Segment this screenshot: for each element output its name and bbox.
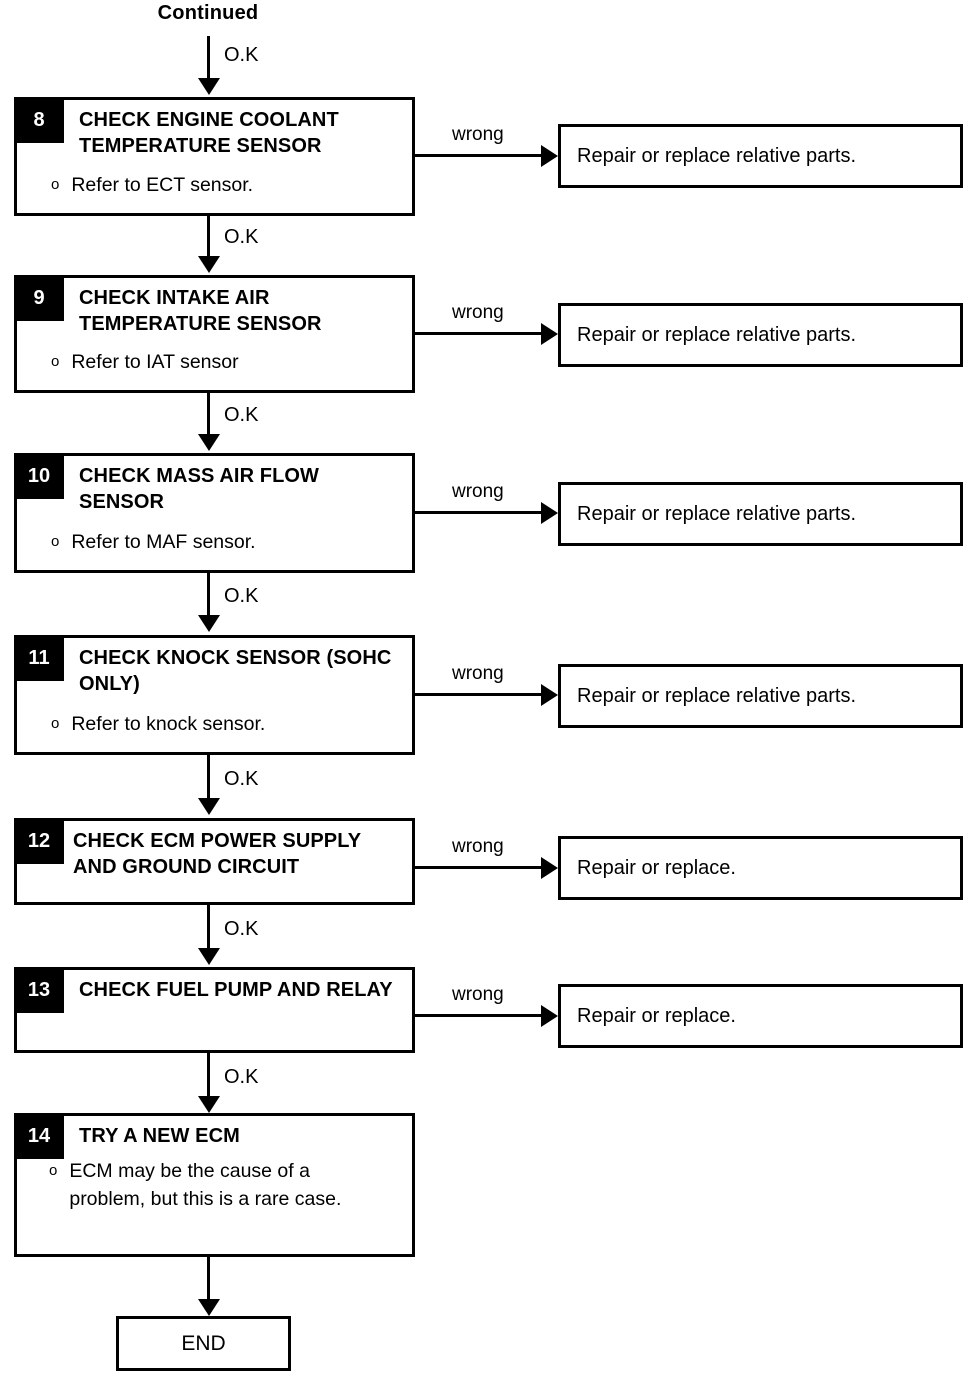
result-box-11[interactable]: Repair or replace relative parts.	[558, 664, 963, 728]
step-number-badge-10: 10	[14, 453, 64, 499]
edge-label-ok-12: O.K	[224, 918, 259, 940]
edge-label-ok-8: O.K	[224, 226, 259, 248]
result-box-12[interactable]: Repair or replace.	[558, 836, 963, 900]
result-text-9: Repair or replace relative parts.	[577, 323, 857, 346]
bullet-marker-icon: o	[51, 176, 60, 193]
result-text-10: Repair or replace relative parts.	[577, 502, 857, 525]
connector-line-continued-to-step8	[207, 36, 210, 82]
step-bullet-text-11: Refer to knock sensor.	[71, 713, 266, 735]
step-title-8: CHECK ENGINE COOLANT TEMPERATURE SENSOR	[79, 109, 339, 158]
step-title-14: TRY A NEW ECM	[79, 1125, 240, 1147]
result-text-8: Repair or replace relative parts.	[577, 144, 857, 167]
step-bullet-text-14: ECM may be the cause of a problem, but t…	[69, 1160, 342, 1210]
arrowhead-step10-wrong	[541, 502, 558, 524]
arrowhead-step13-to-step14	[198, 1096, 220, 1113]
step-bullet-10: o Refer to MAF sensor.	[51, 529, 404, 557]
connector-line-step13-to-step14	[207, 1053, 210, 1097]
result-text-12: Repair or replace.	[577, 856, 736, 879]
step-box-10[interactable]: 10 CHECK MASS AIR FLOW SENSOR o Refer to…	[14, 453, 415, 573]
step-number-badge-9: 9	[14, 275, 64, 321]
step-bullet-8: o Refer to ECT sensor.	[51, 172, 404, 200]
continued-label: Continued	[157, 2, 259, 24]
edge-label-wrong-10: wrong	[452, 481, 504, 502]
connector-line-step8-to-step9	[207, 216, 210, 258]
edge-label-ok-continued: O.K	[224, 44, 259, 66]
step-box-9[interactable]: 9 CHECK INTAKE AIR TEMPERATURE SENSOR o …	[14, 275, 415, 393]
step-number-badge-12: 12	[14, 818, 64, 864]
arrowhead-step11-to-step12	[198, 798, 220, 815]
connector-line-step12-wrong	[415, 866, 543, 869]
arrowhead-step8-wrong	[541, 145, 558, 167]
step-number-badge-8: 8	[14, 97, 64, 143]
result-box-10[interactable]: Repair or replace relative parts.	[558, 482, 963, 546]
step-bullet-text-10: Refer to MAF sensor.	[71, 531, 256, 553]
end-label: END	[181, 1331, 226, 1355]
step-bullet-14: o ECM may be the cause of a problem, but…	[49, 1158, 352, 1213]
step-title-12: CHECK ECM POWER SUPPLY AND GROUND CIRCUI…	[73, 830, 361, 879]
edge-label-ok-9: O.K	[224, 404, 259, 426]
step-title-11: CHECK KNOCK SENSOR (SOHC ONLY)	[79, 647, 392, 696]
result-box-9[interactable]: Repair or replace relative parts.	[558, 303, 963, 367]
edge-label-wrong-9: wrong	[452, 302, 504, 323]
connector-line-step10-to-step11	[207, 573, 210, 616]
step-box-12[interactable]: 12 CHECK ECM POWER SUPPLY AND GROUND CIR…	[14, 818, 415, 905]
end-box[interactable]: END	[116, 1316, 291, 1371]
step-number-badge-13: 13	[14, 967, 64, 1013]
edge-label-wrong-12: wrong	[452, 836, 504, 857]
edge-label-ok-13: O.K	[224, 1066, 259, 1088]
edge-label-wrong-13: wrong	[452, 984, 504, 1005]
result-text-13: Repair or replace.	[577, 1004, 736, 1027]
arrowhead-step9-wrong	[541, 323, 558, 345]
edge-label-ok-10: O.K	[224, 585, 259, 607]
step-number-badge-11: 11	[14, 635, 64, 681]
arrowhead-step14-to-end	[198, 1299, 220, 1316]
edge-label-wrong-8: wrong	[452, 124, 504, 145]
arrowhead-step8-to-step9	[198, 256, 220, 273]
result-box-8[interactable]: Repair or replace relative parts.	[558, 124, 963, 188]
bullet-marker-icon: o	[51, 533, 60, 550]
step-box-8[interactable]: 8 CHECK ENGINE COOLANT TEMPERATURE SENSO…	[14, 97, 415, 216]
edge-label-wrong-11: wrong	[452, 663, 504, 684]
connector-line-step11-wrong	[415, 693, 543, 696]
step-title-13: CHECK FUEL PUMP AND RELAY	[79, 979, 393, 1001]
step-bullet-9: o Refer to IAT sensor	[51, 349, 404, 377]
arrowhead-step13-wrong	[541, 1005, 558, 1027]
step-number-badge-14: 14	[14, 1113, 64, 1159]
step-bullet-text-8: Refer to ECT sensor.	[71, 174, 254, 196]
connector-line-step13-wrong	[415, 1014, 543, 1017]
step-title-10: CHECK MASS AIR FLOW SENSOR	[79, 465, 320, 514]
edge-label-ok-11: O.K	[224, 768, 259, 790]
connector-line-step9-to-step10	[207, 393, 210, 435]
bullet-marker-icon: o	[51, 715, 60, 732]
arrowhead-step10-to-step11	[198, 615, 220, 632]
arrowhead-continued-to-step8	[198, 78, 220, 95]
connector-line-step12-to-step13	[207, 905, 210, 949]
arrowhead-step12-to-step13	[198, 948, 220, 965]
arrowhead-step12-wrong	[541, 857, 558, 879]
connector-line-step9-wrong	[415, 332, 543, 335]
connector-line-step8-wrong	[415, 154, 543, 157]
connector-line-step14-to-end	[207, 1257, 210, 1301]
arrowhead-step11-wrong	[541, 684, 558, 706]
bullet-marker-icon: o	[49, 1162, 58, 1179]
result-box-13[interactable]: Repair or replace.	[558, 984, 963, 1048]
arrowhead-step9-to-step10	[198, 434, 220, 451]
step-bullet-text-9: Refer to IAT sensor	[71, 351, 239, 373]
step-box-13[interactable]: 13 CHECK FUEL PUMP AND RELAY	[14, 967, 415, 1053]
result-text-11: Repair or replace relative parts.	[577, 684, 857, 707]
connector-line-step10-wrong	[415, 511, 543, 514]
bullet-marker-icon: o	[51, 353, 60, 370]
step-box-14[interactable]: 14 TRY A NEW ECM o ECM may be the cause …	[14, 1113, 415, 1257]
step-title-9: CHECK INTAKE AIR TEMPERATURE SENSOR	[79, 287, 322, 336]
connector-line-step11-to-step12	[207, 755, 210, 799]
step-bullet-11: o Refer to knock sensor.	[51, 711, 404, 739]
step-box-11[interactable]: 11 CHECK KNOCK SENSOR (SOHC ONLY) o Refe…	[14, 635, 415, 755]
